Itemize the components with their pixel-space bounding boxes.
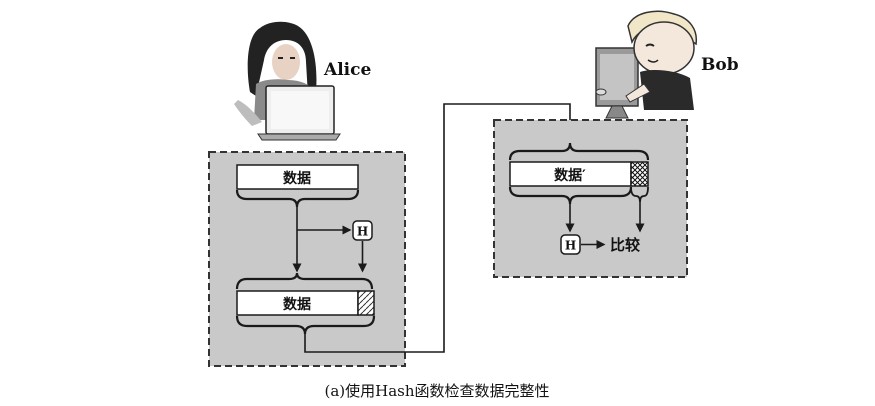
alice-arm	[234, 100, 262, 126]
bob-body	[640, 70, 694, 110]
bob-hash-value-cell	[630, 161, 649, 187]
bob-panel	[493, 119, 688, 278]
figure-caption: (a)使用Hash函数检查数据完整性	[324, 382, 549, 400]
alice-face	[272, 44, 300, 80]
alice-data-hash-box	[236, 290, 359, 316]
alice-hash-value-cell	[357, 290, 375, 316]
bob-hash-label: H	[565, 239, 576, 253]
alice-brace-merge	[235, 272, 374, 290]
alice-hash-box	[352, 220, 373, 241]
laptop-screen-inner	[271, 91, 329, 129]
laptop-base	[257, 133, 341, 141]
bob-name: Bob	[701, 55, 739, 75]
alice-name: Alice	[323, 60, 371, 80]
alice-data-hash-label: 数据	[283, 296, 311, 313]
bob-data-label: 数据′	[554, 167, 586, 184]
bob-arm	[625, 83, 651, 103]
bob-hash-box	[560, 234, 581, 255]
transmission-line	[304, 103, 571, 353]
bob-mouse	[595, 88, 607, 96]
alice-data-label: 数据	[283, 170, 311, 187]
bob-compare-label: 比较	[610, 236, 640, 254]
bob-brace-top	[508, 142, 650, 161]
alice-illustration	[234, 21, 341, 141]
bob-illustration	[595, 10, 698, 119]
alice-data-box	[236, 164, 359, 190]
alice-hair	[247, 21, 317, 96]
bob-monitor-stand	[605, 105, 629, 119]
bob-mouth	[647, 59, 659, 63]
bob-data-box	[509, 161, 632, 187]
bob-eye	[645, 43, 655, 47]
alice-hash-label: H	[357, 225, 368, 239]
bob-face	[633, 21, 695, 75]
